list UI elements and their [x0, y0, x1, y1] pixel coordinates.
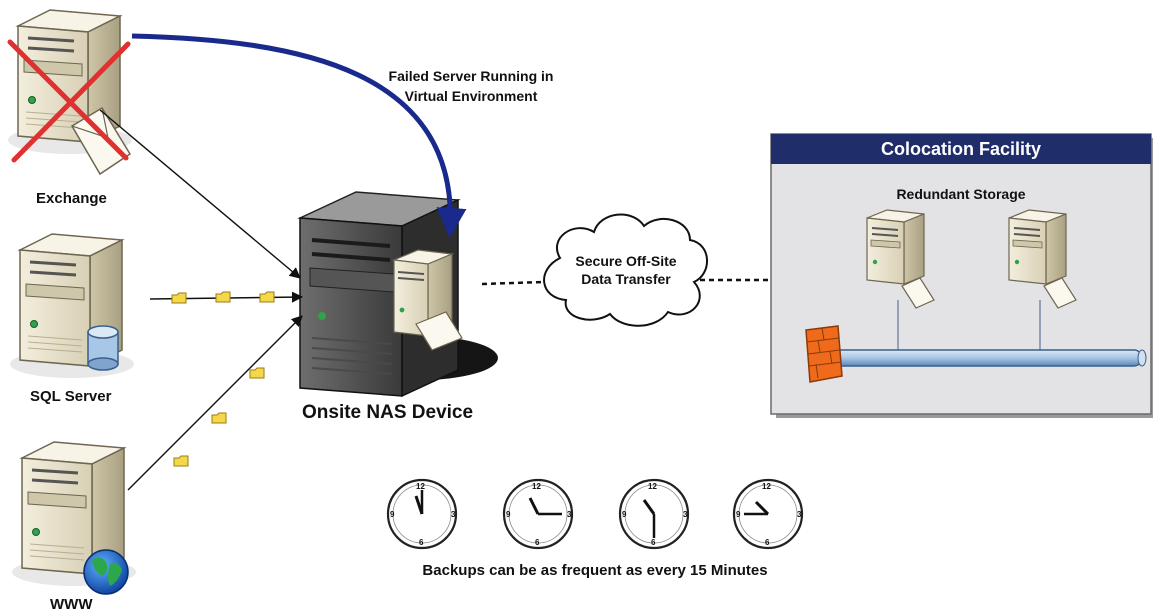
- www-server-icon: [10, 440, 138, 595]
- colocation-header: [771, 134, 1151, 164]
- clock-3-12: 12: [648, 482, 657, 491]
- clock-1-3: 3: [451, 510, 456, 519]
- globe-icon: [83, 549, 129, 595]
- clock-2-3: 3: [567, 510, 572, 519]
- network-bus: [829, 349, 1147, 367]
- exchange-link: [99, 109, 301, 279]
- nas-to-cloud-link: [481, 280, 545, 286]
- cloud-label: Secure Off-Site Data Transfer: [560, 252, 692, 288]
- clock-4-6: 6: [765, 538, 770, 547]
- clock-2-12: 12: [532, 482, 541, 491]
- packet-icon: [211, 412, 227, 424]
- www-label: WWW: [50, 596, 93, 613]
- sql-server-label: SQL Server: [30, 388, 112, 405]
- clock-icon: [502, 478, 574, 550]
- packet-icon: [259, 291, 275, 303]
- failed-server-note: Failed Server Running in Virtual Environ…: [356, 66, 586, 106]
- exchange-label: Exchange: [36, 190, 107, 207]
- cloud-icon: [543, 213, 708, 327]
- backup-caption: Backups can be as frequent as every 15 M…: [422, 562, 768, 579]
- sql-server-icon: [8, 232, 136, 380]
- clock-3-6: 6: [651, 538, 656, 547]
- failed-x-icon: [7, 39, 131, 163]
- clock-1-12: 12: [416, 482, 425, 491]
- packet-icon: [173, 455, 189, 467]
- clock-icon: [386, 478, 458, 550]
- cloud-line2: Data Transfer: [581, 271, 671, 287]
- colocation-title: Colocation Facility: [880, 139, 1042, 159]
- packet-icon: [249, 367, 265, 379]
- firewall-icon: [805, 325, 843, 383]
- packet-icon: [215, 291, 231, 303]
- redundant-storage-label: Redundant Storage: [896, 186, 1026, 202]
- failed-note-line2: Virtual Environment: [404, 88, 538, 104]
- clock-1-6: 6: [419, 538, 424, 547]
- database-icon: [87, 325, 119, 371]
- virtual-server-icon: [391, 249, 463, 351]
- storage-server-2-icon: [1008, 209, 1077, 309]
- clock-icon: [732, 478, 804, 550]
- nas-label: Onsite NAS Device: [302, 402, 474, 423]
- packet-icon: [171, 292, 187, 304]
- storage-server-1-icon: [866, 209, 935, 309]
- clock-3-3: 3: [683, 510, 688, 519]
- nas-device-icon: [297, 191, 498, 398]
- clock-4-12: 12: [762, 482, 771, 491]
- clock-2-6: 6: [535, 538, 540, 547]
- clock-3-9: 9: [622, 510, 627, 519]
- www-link: [127, 315, 303, 491]
- failover-arrow: [131, 33, 467, 238]
- clock-4-3: 3: [797, 510, 802, 519]
- clock-2-9: 9: [506, 510, 511, 519]
- clock-icon: [618, 478, 690, 550]
- failed-note-line1: Failed Server Running in: [388, 68, 554, 84]
- clock-1-9: 9: [390, 510, 395, 519]
- cloud-line1: Secure Off-Site: [575, 253, 677, 269]
- clock-4-9: 9: [736, 510, 741, 519]
